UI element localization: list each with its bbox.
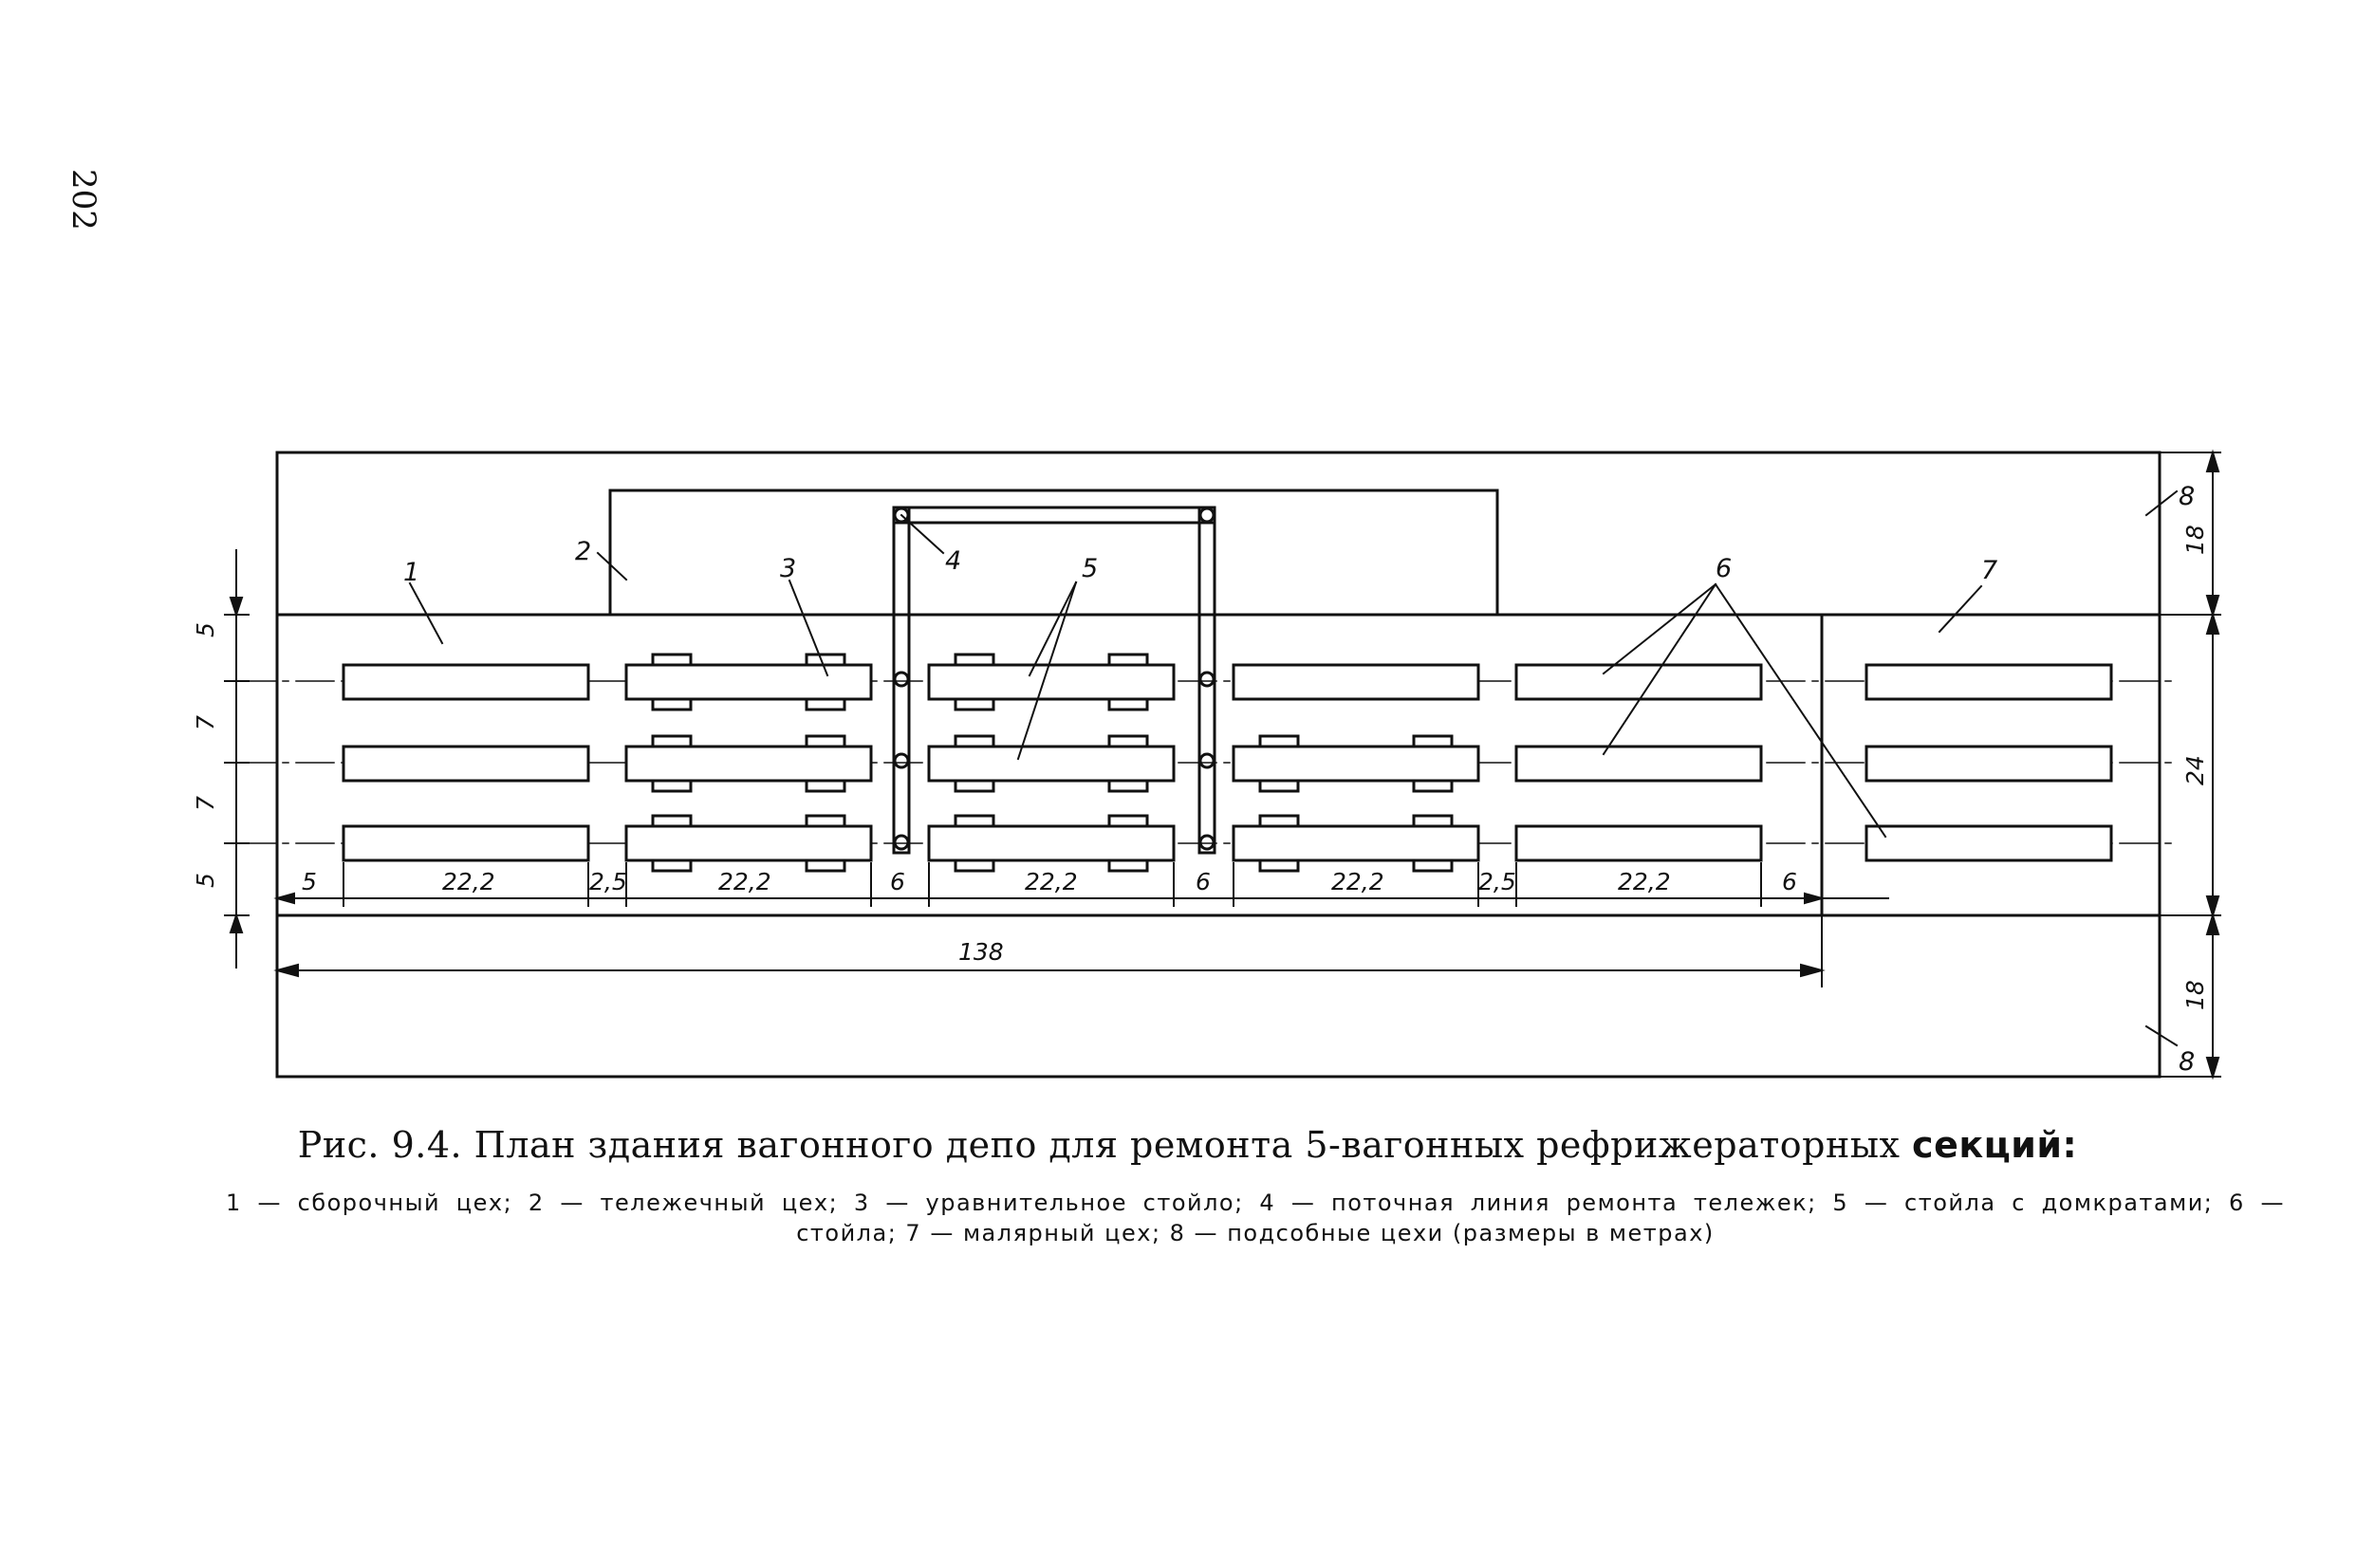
right-dim-bottom: 18 <box>2181 980 2209 1010</box>
wagon-3-3 <box>927 824 1176 862</box>
left-dimension-chain <box>224 549 250 968</box>
wagon-2-3 <box>624 824 873 862</box>
wagon-1-1 <box>342 663 590 701</box>
figure-caption: Рис. 9.4. План здания вагонного депо для… <box>0 1124 2375 1166</box>
right-dimension-labels: 18 24 18 <box>2181 525 2209 1010</box>
callout-8-top: 8 <box>2179 482 2195 511</box>
bottom-dimension-chain <box>273 862 1889 907</box>
bottom-dim-11: 6 <box>1782 868 1797 895</box>
legend-line-1: 1 — сборочный цех; 2 — тележечный цех; 3… <box>226 1190 2285 1216</box>
callout-7: 7 <box>1981 556 1997 585</box>
wagon-positions <box>342 663 2113 862</box>
right-dim-main: 24 <box>2181 755 2209 785</box>
wagon-6-3 <box>1865 824 2113 862</box>
wagon-3-1 <box>927 663 1176 701</box>
caption-main: Рис. 9.4. План здания вагонного депо для… <box>297 1124 1901 1166</box>
left-dim-1: 5 <box>192 622 219 637</box>
bottom-dim-6: 22,2 <box>1025 868 1078 895</box>
wagon-6-1 <box>1865 663 2113 701</box>
bottom-dim-9: 2,5 <box>1478 868 1516 895</box>
bottom-dim-10: 22,2 <box>1618 868 1671 895</box>
wagon-5-1 <box>1514 663 1763 701</box>
left-dimension-labels: 5 7 7 5 <box>192 622 219 888</box>
right-dim-top: 18 <box>2181 525 2209 555</box>
zone-callouts: 1 2 3 4 5 6 7 8 8 <box>403 482 2195 1077</box>
figure-legend: 1 — сборочный цех; 2 — тележечный цех; 3… <box>226 1188 2285 1248</box>
left-dim-2: 7 <box>192 715 219 730</box>
wagon-5-2 <box>1514 745 1763 783</box>
leader-lines <box>408 489 2179 1047</box>
wagon-1-3 <box>342 824 590 862</box>
jack-stands <box>651 653 1454 873</box>
wagon-4-3 <box>1232 824 1480 862</box>
callout-6: 6 <box>1716 554 1732 583</box>
bottom-dim-8: 22,2 <box>1331 868 1384 895</box>
right-dimension-chain <box>2159 449 2221 1080</box>
left-dim-3: 7 <box>192 796 219 811</box>
wagon-1-2 <box>342 745 590 783</box>
bottom-dim-3: 2,5 <box>589 868 627 895</box>
total-length-label: 138 <box>958 938 1004 966</box>
callout-1: 1 <box>403 558 419 587</box>
total-length-dimension <box>273 914 1826 987</box>
callout-4: 4 <box>945 546 961 576</box>
bottom-dim-1: 5 <box>302 868 317 895</box>
left-dim-4: 5 <box>192 873 219 888</box>
bottom-dim-4: 22,2 <box>718 868 771 895</box>
bottom-dimension-labels: 5 22,2 2,5 22,2 6 22,2 6 22,2 2,5 22,2 6 <box>302 868 1797 895</box>
wagon-5-3 <box>1514 824 1763 862</box>
bottom-dim-5: 6 <box>890 868 905 895</box>
wagon-2-2 <box>624 745 873 783</box>
bogie-flow-line <box>892 506 1216 855</box>
bottom-dim-7: 6 <box>1196 868 1211 895</box>
callout-3: 3 <box>780 554 796 583</box>
callout-5: 5 <box>1082 554 1098 583</box>
wagon-4-2 <box>1232 745 1480 783</box>
legend-line-2: стойла; 7 — малярный цех; 8 — подсобные … <box>796 1220 1715 1246</box>
wagon-2-1 <box>624 663 873 701</box>
building-outline <box>275 451 2162 1079</box>
wagon-6-2 <box>1865 745 2113 783</box>
bottom-dim-2: 22,2 <box>442 868 495 895</box>
wagon-4-1 <box>1232 663 1480 701</box>
callout-8-bottom: 8 <box>2179 1047 2195 1077</box>
caption-last-word: секций: <box>1912 1124 2078 1166</box>
wagon-3-2 <box>927 745 1176 783</box>
callout-2: 2 <box>575 537 591 566</box>
